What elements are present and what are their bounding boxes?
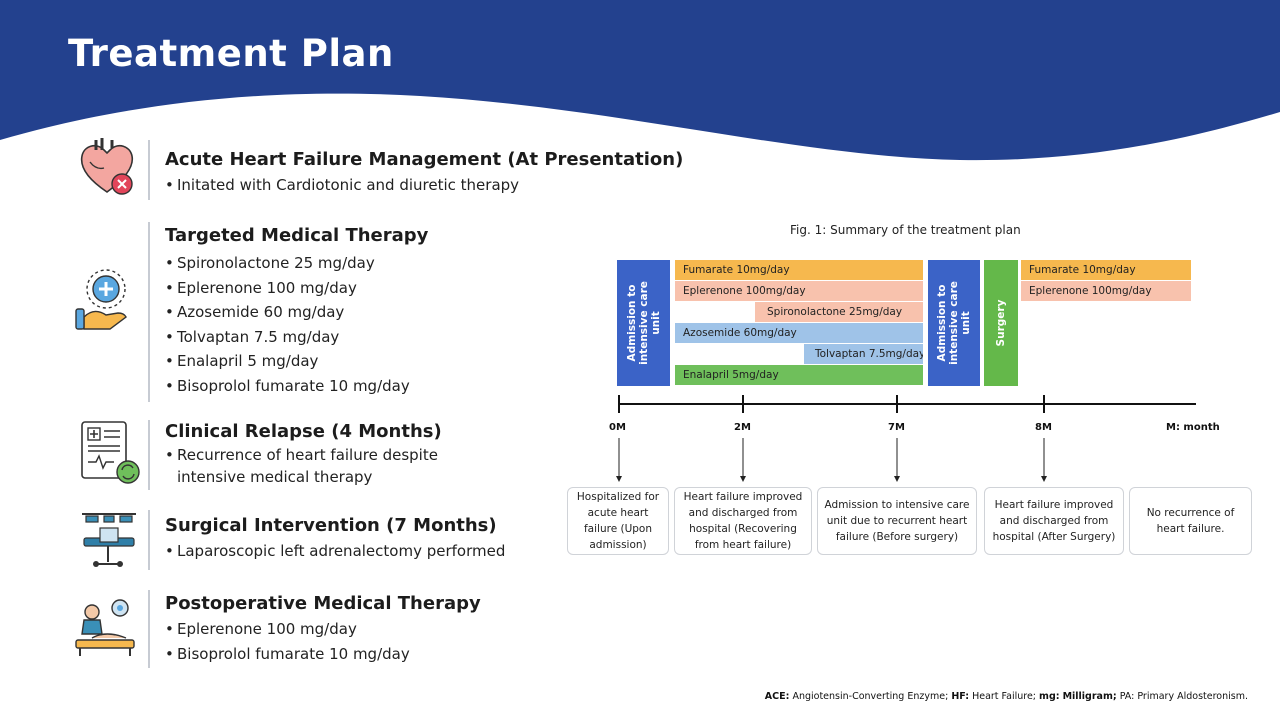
section-divider bbox=[148, 222, 150, 402]
drug-bar-spironolactone: Spironolactone 25mg/day bbox=[755, 302, 923, 322]
event-box: Admission to intensive care unit due to … bbox=[817, 487, 977, 555]
list-item: •Bisoprolol fumarate 10 mg/day bbox=[165, 644, 410, 663]
section-list-targeted: •Spironolactone 25 mg/day •Eplerenone 10… bbox=[165, 251, 410, 398]
timeline-axis bbox=[616, 395, 1196, 482]
drug-bar-eplerenone: Eplerenone 100mg/day bbox=[675, 281, 923, 301]
list-item: •Tolvaptan 7.5 mg/day bbox=[165, 327, 340, 346]
list-item: •Eplerenone 100 mg/day bbox=[165, 278, 357, 297]
header-banner bbox=[0, 0, 1280, 161]
list-item: •Eplerenone 100 mg/day bbox=[165, 620, 357, 638]
list-item: •Enalapril 5 mg/day bbox=[165, 352, 319, 370]
section-list-postop: •Eplerenone 100 mg/day •Bisoprolol fumar… bbox=[165, 617, 410, 666]
section-list-relapse: •Recurrence of heart failure despite int… bbox=[165, 444, 438, 488]
list-item: •Bisoprolol fumarate 10 mg/day bbox=[165, 376, 410, 395]
medical-report-icon bbox=[80, 420, 142, 486]
section-divider bbox=[148, 510, 150, 570]
icu-admission-bar-2: Admission to intensive care unit bbox=[928, 260, 980, 386]
list-item: •Spironolactone 25 mg/day bbox=[165, 254, 375, 272]
section-title-acute: Acute Heart Failure Management (At Prese… bbox=[165, 149, 684, 170]
figure-caption: Fig. 1: Summary of the treatment plan bbox=[790, 223, 1021, 237]
event-box: Hospitalized for acute heart failure (Up… bbox=[567, 487, 669, 555]
icu-admission-bar-1: Admission to intensive care unit bbox=[617, 260, 670, 386]
section-list-surgical: •Laparoscopic left adrenalectomy perform… bbox=[165, 539, 505, 564]
medical-care-icon bbox=[72, 265, 136, 335]
event-box: Heart failure improved and discharged fr… bbox=[984, 487, 1124, 555]
tick-label-8m: 8M bbox=[1035, 422, 1052, 433]
list-item: •Laparoscopic left adrenalectomy perform… bbox=[165, 542, 506, 560]
section-title-relapse: Clinical Relapse (4 Months) bbox=[165, 421, 442, 442]
drug-bar-azosemide: Azosemide 60mg/day bbox=[675, 323, 923, 343]
tick-label-2m: 2M bbox=[734, 422, 751, 433]
section-divider bbox=[148, 140, 150, 200]
surgery-bar: Surgery bbox=[984, 260, 1018, 386]
timeline-unit-label: M: month bbox=[1166, 422, 1220, 433]
recovering-patient-icon bbox=[72, 598, 138, 660]
list-item: •Initated with Cardiotonic and diuretic … bbox=[165, 176, 520, 194]
abbreviations-footnote: ACE: Angiotensin-Converting Enzyme; HF: … bbox=[764, 691, 1248, 702]
heart-icon bbox=[76, 134, 138, 198]
section-divider bbox=[148, 420, 150, 490]
drug-bar-eplerenone-postop: Eplerenone 100mg/day bbox=[1021, 281, 1191, 301]
section-divider bbox=[148, 590, 150, 668]
drug-bar-fumarate: Fumarate 10mg/day bbox=[675, 260, 923, 280]
operating-room-icon bbox=[78, 510, 140, 570]
event-box: No recurrence of heart failure. bbox=[1129, 487, 1252, 555]
event-box: Heart failure improved and discharged fr… bbox=[674, 487, 812, 555]
page-title: Treatment Plan bbox=[68, 32, 394, 75]
list-item: intensive medical therapy bbox=[177, 468, 373, 486]
tick-label-7m: 7M bbox=[888, 422, 905, 433]
section-list-acute: •Initated with Cardiotonic and diuretic … bbox=[165, 173, 519, 198]
drug-bar-tolvaptan: Tolvaptan 7.5mg/day bbox=[804, 344, 923, 364]
drug-bar-enalapril: Enalapril 5mg/day bbox=[675, 365, 923, 385]
section-title-postop: Postoperative Medical Therapy bbox=[165, 593, 481, 614]
section-title-targeted: Targeted Medical Therapy bbox=[165, 225, 429, 246]
list-item: •Recurrence of heart failure despite bbox=[165, 446, 438, 464]
list-item: •Azosemide 60 mg/day bbox=[165, 303, 345, 321]
drug-bar-fumarate-postop: Fumarate 10mg/day bbox=[1021, 260, 1191, 280]
tick-label-0m: 0M bbox=[609, 422, 626, 433]
section-title-surgical: Surgical Intervention (7 Months) bbox=[165, 515, 497, 536]
